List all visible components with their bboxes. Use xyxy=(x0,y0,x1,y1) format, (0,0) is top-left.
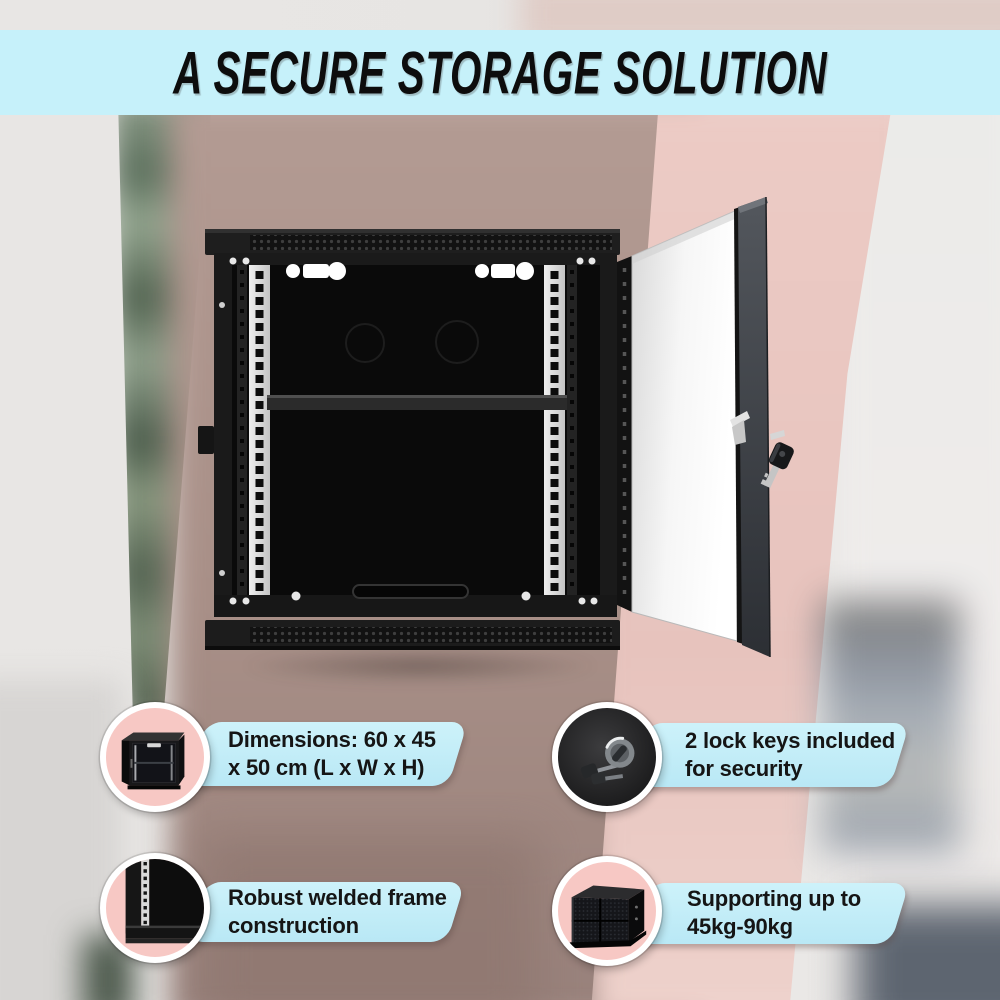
lock-key-icon xyxy=(552,702,662,812)
cabinet-door-open xyxy=(617,196,794,658)
cabinet-front-icon-art xyxy=(121,732,185,790)
cabinet-shadow xyxy=(240,648,600,684)
feature-text: Supporting up to 45kg-90kg xyxy=(687,885,861,941)
feature-text-line2: construction xyxy=(228,913,359,938)
feature-text: Robust welded frame construction xyxy=(228,884,447,940)
feature-text-line2: x 50 cm (L x W x H) xyxy=(228,755,425,780)
title-banner: A SECURE STORAGE SOLUTION xyxy=(0,30,1000,115)
page-title: A SECURE STORAGE SOLUTION xyxy=(172,38,828,107)
cabinet-body xyxy=(198,229,620,650)
feature-text-line1: Dimensions: 60 x 45 xyxy=(228,727,436,752)
frame-corner-icon-art xyxy=(125,859,204,944)
lock-key-icon-art xyxy=(580,736,635,785)
feature-text-line1: Robust welded frame xyxy=(228,885,447,910)
feature-lock-keys: 2 lock keys included for security xyxy=(552,700,932,820)
frame-corner-icon xyxy=(100,853,210,963)
mounting-slots xyxy=(286,262,534,280)
cabinet-product-image xyxy=(198,196,794,658)
feature-text: 2 lock keys included for security xyxy=(685,727,895,783)
feature-welded-frame: Robust welded frame construction xyxy=(100,851,480,971)
door-latch xyxy=(730,411,785,445)
screws xyxy=(229,257,598,605)
key-icon xyxy=(760,442,794,489)
feature-text-line2: for security xyxy=(685,756,803,781)
feature-text-line1: Supporting up to xyxy=(687,886,861,911)
feature-load-capacity: Supporting up to 45kg-90kg xyxy=(552,854,932,974)
cabinet-front-icon xyxy=(100,702,210,812)
cabinet-angled-icon-art xyxy=(569,885,647,949)
cabinet-angled-icon xyxy=(552,856,662,966)
feature-text-line1: 2 lock keys included xyxy=(685,728,895,753)
feature-text-line2: 45kg-90kg xyxy=(687,914,793,939)
feature-dimensions: Dimensions: 60 x 45 x 50 cm (L x W x H) xyxy=(100,700,480,820)
feature-text: Dimensions: 60 x 45 x 50 cm (L x W x H) xyxy=(228,726,436,782)
lock-cylinder xyxy=(605,736,635,768)
